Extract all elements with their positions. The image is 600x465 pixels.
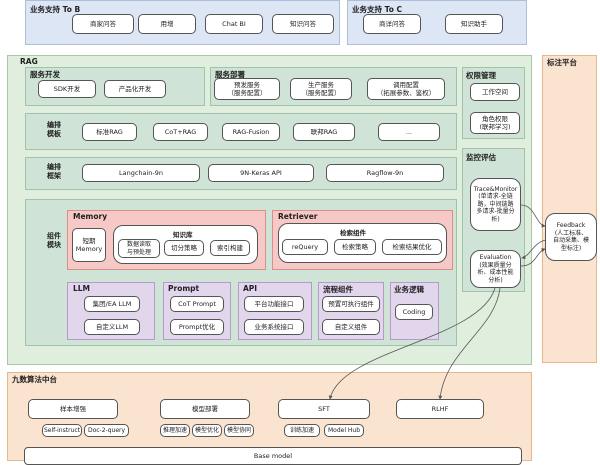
annotation-panel: [542, 55, 597, 363]
preset-component-box[interactable]: 预置可执行组件: [322, 296, 380, 312]
monitor-title: 监控评估: [466, 153, 496, 162]
workspace-box[interactable]: 工作空间: [470, 83, 520, 101]
b-item-merchant-qa[interactable]: 商家问答: [72, 14, 134, 34]
group-ea-llm-box[interactable]: 集团/EA LLM: [84, 296, 140, 312]
inference-accel-box[interactable]: 推理加速: [160, 424, 190, 437]
custom-component-box[interactable]: 自定义组件: [322, 319, 380, 335]
trace-to-feedback-arrow: [520, 204, 546, 228]
llm-title: LLM: [73, 284, 91, 293]
permission-title: 权限管理: [466, 71, 496, 80]
eval-to-sft-arrow: [328, 287, 496, 400]
framework-keras-api[interactable]: 9N-Keras API: [208, 164, 314, 182]
kb-data-read-box[interactable]: 数据读取 与预处理: [118, 239, 160, 258]
algo-platform-title: 九数算法中台: [12, 375, 57, 384]
coding-box[interactable]: Coding: [395, 304, 433, 320]
sft-box[interactable]: SFT: [278, 399, 370, 419]
b-item-knowledge-qa[interactable]: 知识问答: [272, 14, 334, 34]
kb-index-build-box[interactable]: 索引构建: [210, 240, 250, 256]
cot-prompt-box[interactable]: CoT Prompt: [170, 296, 224, 312]
flow-components-title: 流程组件: [323, 285, 353, 294]
model-optimize-box[interactable]: 模型优化: [192, 424, 222, 437]
c-item-knowledge-assistant[interactable]: 知识助手: [445, 14, 503, 34]
template-cot-rag[interactable]: CoT+RAG: [153, 123, 208, 141]
eval-to-rlhf-arrow: [438, 287, 501, 400]
c-item-detail-qa[interactable]: 商详问答: [363, 14, 421, 34]
self-instruct-box[interactable]: Self-instruct: [42, 424, 82, 437]
invoke-config-box[interactable]: 调用配置 （拓展参数、鉴权）: [367, 78, 445, 100]
model-deploy-box[interactable]: 模型部署: [160, 399, 250, 419]
to-b-title: 业务支持 To B: [30, 5, 81, 14]
business-logic-title: 业务逻辑: [394, 285, 424, 294]
doc2query-box[interactable]: Doc-2-query: [84, 424, 129, 437]
product-dev-box[interactable]: 产品化开发: [104, 80, 166, 98]
rlhf-box[interactable]: RLHF: [396, 399, 484, 419]
feedback-box[interactable]: Feedback (人工标准、 自动采集、模 型标注): [545, 213, 597, 261]
model-hub-box[interactable]: Model Hub: [324, 424, 364, 437]
template-standard-rag[interactable]: 标准RAG: [82, 123, 137, 141]
annotation-title: 标注平台: [547, 58, 577, 67]
framework-langchain[interactable]: Langchain-9n: [82, 164, 200, 182]
requery-box[interactable]: reQuery: [282, 239, 328, 255]
role-permission-box[interactable]: 角色权限 (联邦学习): [470, 112, 520, 134]
trace-monitor-box[interactable]: Trace&Monitor (单请求-全链 路，中间链路 多请求-批量分 析): [470, 178, 521, 231]
prompt-title: Prompt: [168, 284, 200, 293]
custom-llm-box[interactable]: 自定义LLM: [84, 319, 140, 335]
platform-api-box[interactable]: 平台功能接口: [244, 296, 304, 312]
short-term-memory-box[interactable]: 短期 Memory: [72, 228, 106, 262]
components-label: 组件 模块: [47, 232, 61, 250]
retrieval-optimize-box[interactable]: 检索结果优化: [382, 239, 442, 255]
retriever-title: Retriever: [278, 212, 318, 221]
rag-title: RAG: [20, 57, 38, 66]
retrieval-strategy-box[interactable]: 检索策略: [334, 239, 376, 255]
template-more[interactable]: ...: [378, 123, 440, 141]
service-deploy-title: 服务部署: [215, 70, 245, 79]
orchestration-template-label: 编排 模板: [47, 121, 61, 139]
kb-split-strategy-box[interactable]: 切分策略: [164, 240, 204, 256]
model-collab-box[interactable]: 模型协同: [224, 424, 254, 437]
to-c-title: 业务支持 To C: [352, 5, 402, 14]
sample-augment-box[interactable]: 样本增强: [28, 399, 118, 419]
prompt-optimize-box[interactable]: Prompt优化: [170, 319, 224, 335]
feedback-to-eval-arrow: [521, 239, 547, 260]
retrieval-component-title: 检索组件: [340, 229, 366, 237]
b-item-growth[interactable]: 用增: [138, 14, 196, 34]
production-service-box[interactable]: 生产服务 （服务配置）: [290, 78, 352, 100]
template-federated-rag[interactable]: 联邦RAG: [293, 123, 355, 141]
evaluation-box[interactable]: Evaluation (效果质量分 析、成本性能 分析): [470, 250, 521, 288]
knowledge-base-title: 知识库: [173, 231, 193, 239]
template-rag-fusion[interactable]: RAG-Fusion: [222, 123, 280, 141]
memory-title: Memory: [73, 212, 108, 221]
sdk-dev-box[interactable]: SDK开发: [38, 80, 96, 98]
api-title: API: [243, 284, 258, 293]
eval-to-feedback-arrow: [520, 248, 546, 267]
framework-ragflow[interactable]: Ragflow-9n: [326, 164, 444, 182]
service-dev-title: 服务开发: [30, 70, 60, 79]
pre-release-service-box[interactable]: 预发服务 （服务配置）: [214, 78, 280, 100]
business-system-api-box[interactable]: 业务系统接口: [244, 319, 304, 335]
train-accel-box[interactable]: 训练加速: [284, 424, 320, 437]
b-item-chatbi[interactable]: Chat BI: [205, 14, 263, 34]
orchestration-framework-label: 编排 框架: [47, 163, 61, 181]
